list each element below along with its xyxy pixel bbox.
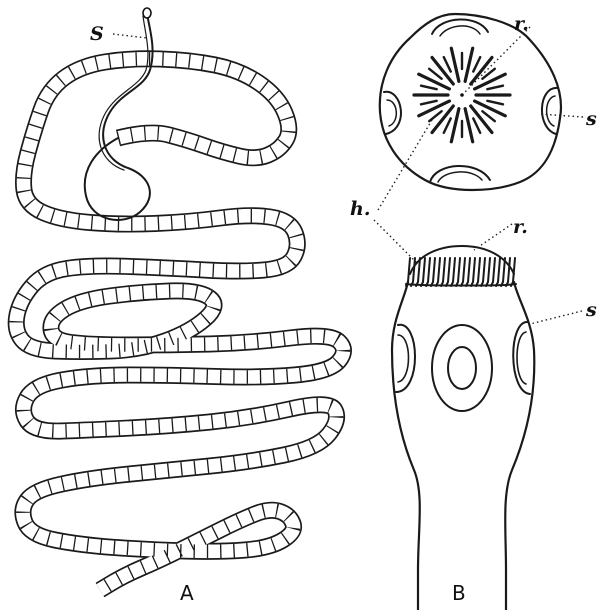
hook bbox=[426, 258, 430, 286]
label-rostellum-side: r. bbox=[513, 216, 528, 238]
label-sucker-top: s bbox=[585, 108, 597, 130]
hook bbox=[482, 111, 495, 121]
hook bbox=[421, 101, 437, 105]
hook bbox=[446, 258, 450, 286]
label-rostellum-top: r. bbox=[514, 13, 529, 35]
leader-sucker-side bbox=[530, 311, 582, 324]
hook bbox=[465, 109, 473, 142]
label-scolex: S bbox=[90, 23, 104, 45]
rostellum-center bbox=[460, 93, 464, 97]
hook bbox=[486, 258, 490, 286]
leader-rostellum-side bbox=[474, 224, 512, 250]
sucker-front bbox=[432, 325, 492, 411]
hook bbox=[431, 258, 435, 286]
hook bbox=[473, 57, 480, 71]
strobila bbox=[16, 59, 343, 590]
hook bbox=[496, 258, 500, 286]
hook bbox=[444, 57, 451, 71]
scolex-head-a bbox=[143, 8, 151, 18]
sucker-front-inner bbox=[448, 347, 476, 389]
hook bbox=[451, 258, 455, 286]
hook bbox=[436, 258, 440, 286]
hook bbox=[487, 101, 503, 105]
leader-rostellum-top bbox=[465, 27, 530, 92]
scolex-side-view bbox=[392, 246, 534, 610]
hook bbox=[429, 111, 442, 121]
hook bbox=[491, 258, 495, 286]
leader-scolex bbox=[113, 34, 147, 38]
hook bbox=[461, 258, 465, 286]
hook bbox=[482, 69, 495, 79]
hook bbox=[421, 258, 425, 286]
neck-inner bbox=[99, 16, 148, 170]
panel-a-tapeworm: S A bbox=[16, 8, 343, 605]
label-sucker-side: s bbox=[585, 299, 597, 321]
hook bbox=[456, 258, 460, 286]
hook bbox=[473, 118, 480, 132]
hook bbox=[476, 258, 480, 286]
hook bbox=[466, 258, 470, 286]
hook bbox=[429, 69, 442, 79]
caption-a: A bbox=[180, 581, 194, 605]
hook bbox=[451, 48, 459, 81]
hook bbox=[501, 258, 505, 286]
leader-hooks-side bbox=[374, 220, 418, 264]
hook bbox=[465, 48, 473, 81]
hook bbox=[441, 258, 445, 286]
caption-b: B bbox=[452, 581, 466, 605]
hook bbox=[487, 86, 503, 90]
panel-b-scolex: r. s h. r. s B bbox=[350, 13, 597, 610]
hook bbox=[444, 118, 451, 132]
hook-crown-side bbox=[406, 258, 515, 286]
hook bbox=[481, 258, 485, 286]
hook bbox=[421, 86, 437, 90]
hook bbox=[406, 258, 410, 286]
hook bbox=[471, 258, 475, 286]
label-hooks: h. bbox=[350, 198, 370, 220]
hook bbox=[451, 109, 459, 142]
scolex-top-view bbox=[380, 14, 561, 190]
